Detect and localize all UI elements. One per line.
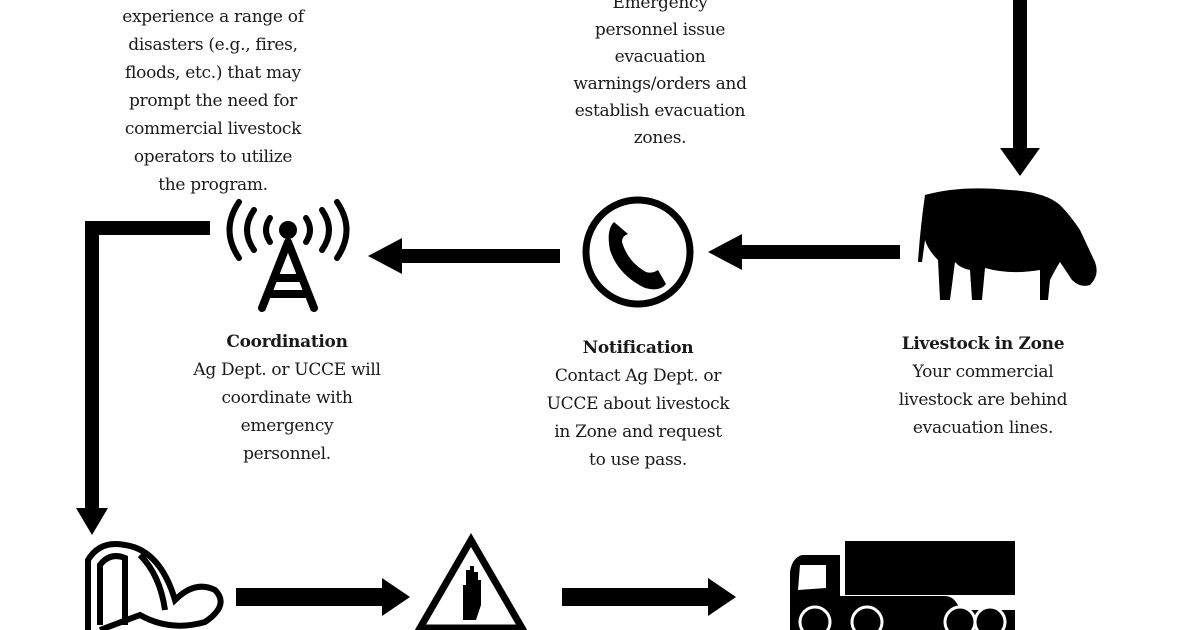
radio-tower-icon bbox=[226, 199, 350, 312]
notification-title: Notification bbox=[582, 338, 694, 358]
text-line: operators to utilize bbox=[133, 147, 293, 167]
text-line: evacuation bbox=[614, 47, 706, 67]
text-line: evacuation lines. bbox=[912, 418, 1054, 438]
livestock-title: Livestock in Zone bbox=[901, 334, 1065, 354]
text-line: livestock are behind bbox=[898, 390, 1068, 410]
firefighter-helmet-icon bbox=[85, 541, 224, 630]
text-line: warnings/orders and bbox=[573, 74, 747, 94]
text-line: commercial livestock bbox=[124, 119, 302, 139]
text-line: UCCE about livestock bbox=[546, 394, 730, 414]
text-line: to use pass. bbox=[589, 450, 687, 470]
disasters-description: experience a range of disasters (e.g., f… bbox=[93, 3, 333, 199]
text-line: Contact Ag Dept. or bbox=[554, 366, 722, 386]
text-line: zones. bbox=[633, 128, 687, 148]
text-line: prompt the need for bbox=[128, 91, 298, 111]
cow-icon bbox=[918, 188, 1097, 300]
text-line: establish evacuation bbox=[574, 101, 746, 121]
coordination-step: Coordination Ag Dept. or UCCE will coord… bbox=[167, 328, 407, 468]
text-line: disasters (e.g., fires, bbox=[128, 35, 298, 55]
truck-icon bbox=[790, 541, 1015, 630]
evacuation-description: Emergency personnel issue evacuation war… bbox=[540, 0, 780, 152]
text-line: Ag Dept. or UCCE will bbox=[193, 360, 381, 380]
arrow-helmet-to-warning bbox=[236, 578, 410, 616]
text-line: experience a range of bbox=[122, 7, 304, 27]
notification-step: Notification Contact Ag Dept. or UCCE ab… bbox=[518, 334, 758, 474]
text-line: the program. bbox=[158, 175, 268, 195]
arrow-cow-to-phone bbox=[708, 234, 900, 270]
arrow-phone-to-tower bbox=[368, 238, 560, 274]
coordination-title: Coordination bbox=[226, 332, 348, 352]
text-line: personnel issue bbox=[594, 20, 726, 40]
phone-icon bbox=[582, 196, 694, 308]
text-line: Your commercial bbox=[912, 362, 1054, 382]
text-line: coordinate with bbox=[221, 388, 353, 408]
arrow-down-to-cow bbox=[1000, 0, 1040, 176]
text-line: in Zone and request bbox=[554, 422, 722, 442]
stop-hand-warning-icon bbox=[414, 533, 528, 630]
livestock-in-zone-step: Livestock in Zone Your commercial livest… bbox=[863, 330, 1103, 442]
text-line: emergency bbox=[240, 416, 334, 436]
text-line: floods, etc.) that may bbox=[125, 63, 301, 83]
arrow-warning-to-truck bbox=[562, 578, 736, 616]
arrow-tower-to-helmet bbox=[76, 221, 210, 535]
text-line: personnel. bbox=[243, 444, 331, 464]
text-line: Emergency bbox=[612, 0, 708, 13]
